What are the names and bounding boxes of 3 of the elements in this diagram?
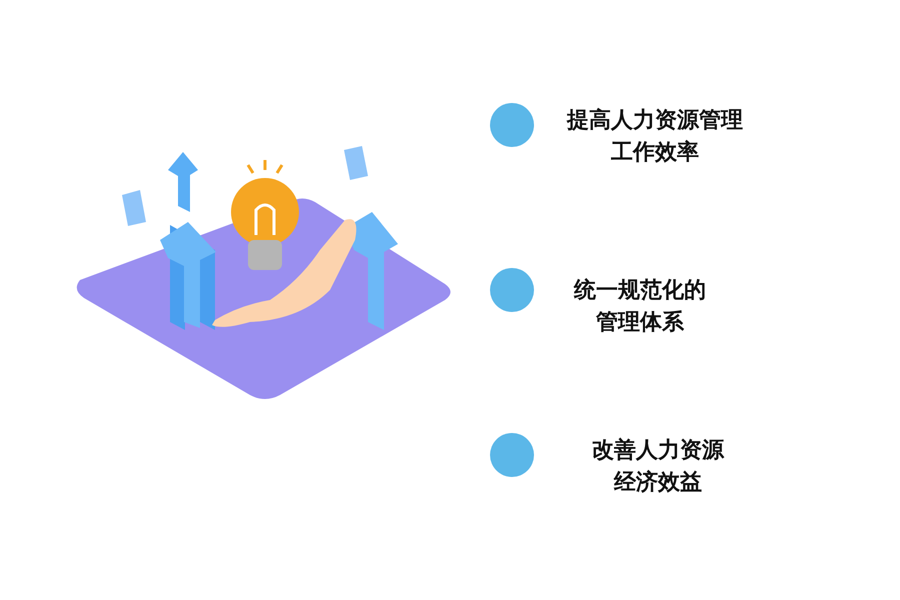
item-text: 提高人力资源管理工作效率 [566,106,744,167]
item-text: 改善人力资源经济效益 [591,436,726,497]
item-text: 统一规范化的管理体系 [572,277,707,337]
